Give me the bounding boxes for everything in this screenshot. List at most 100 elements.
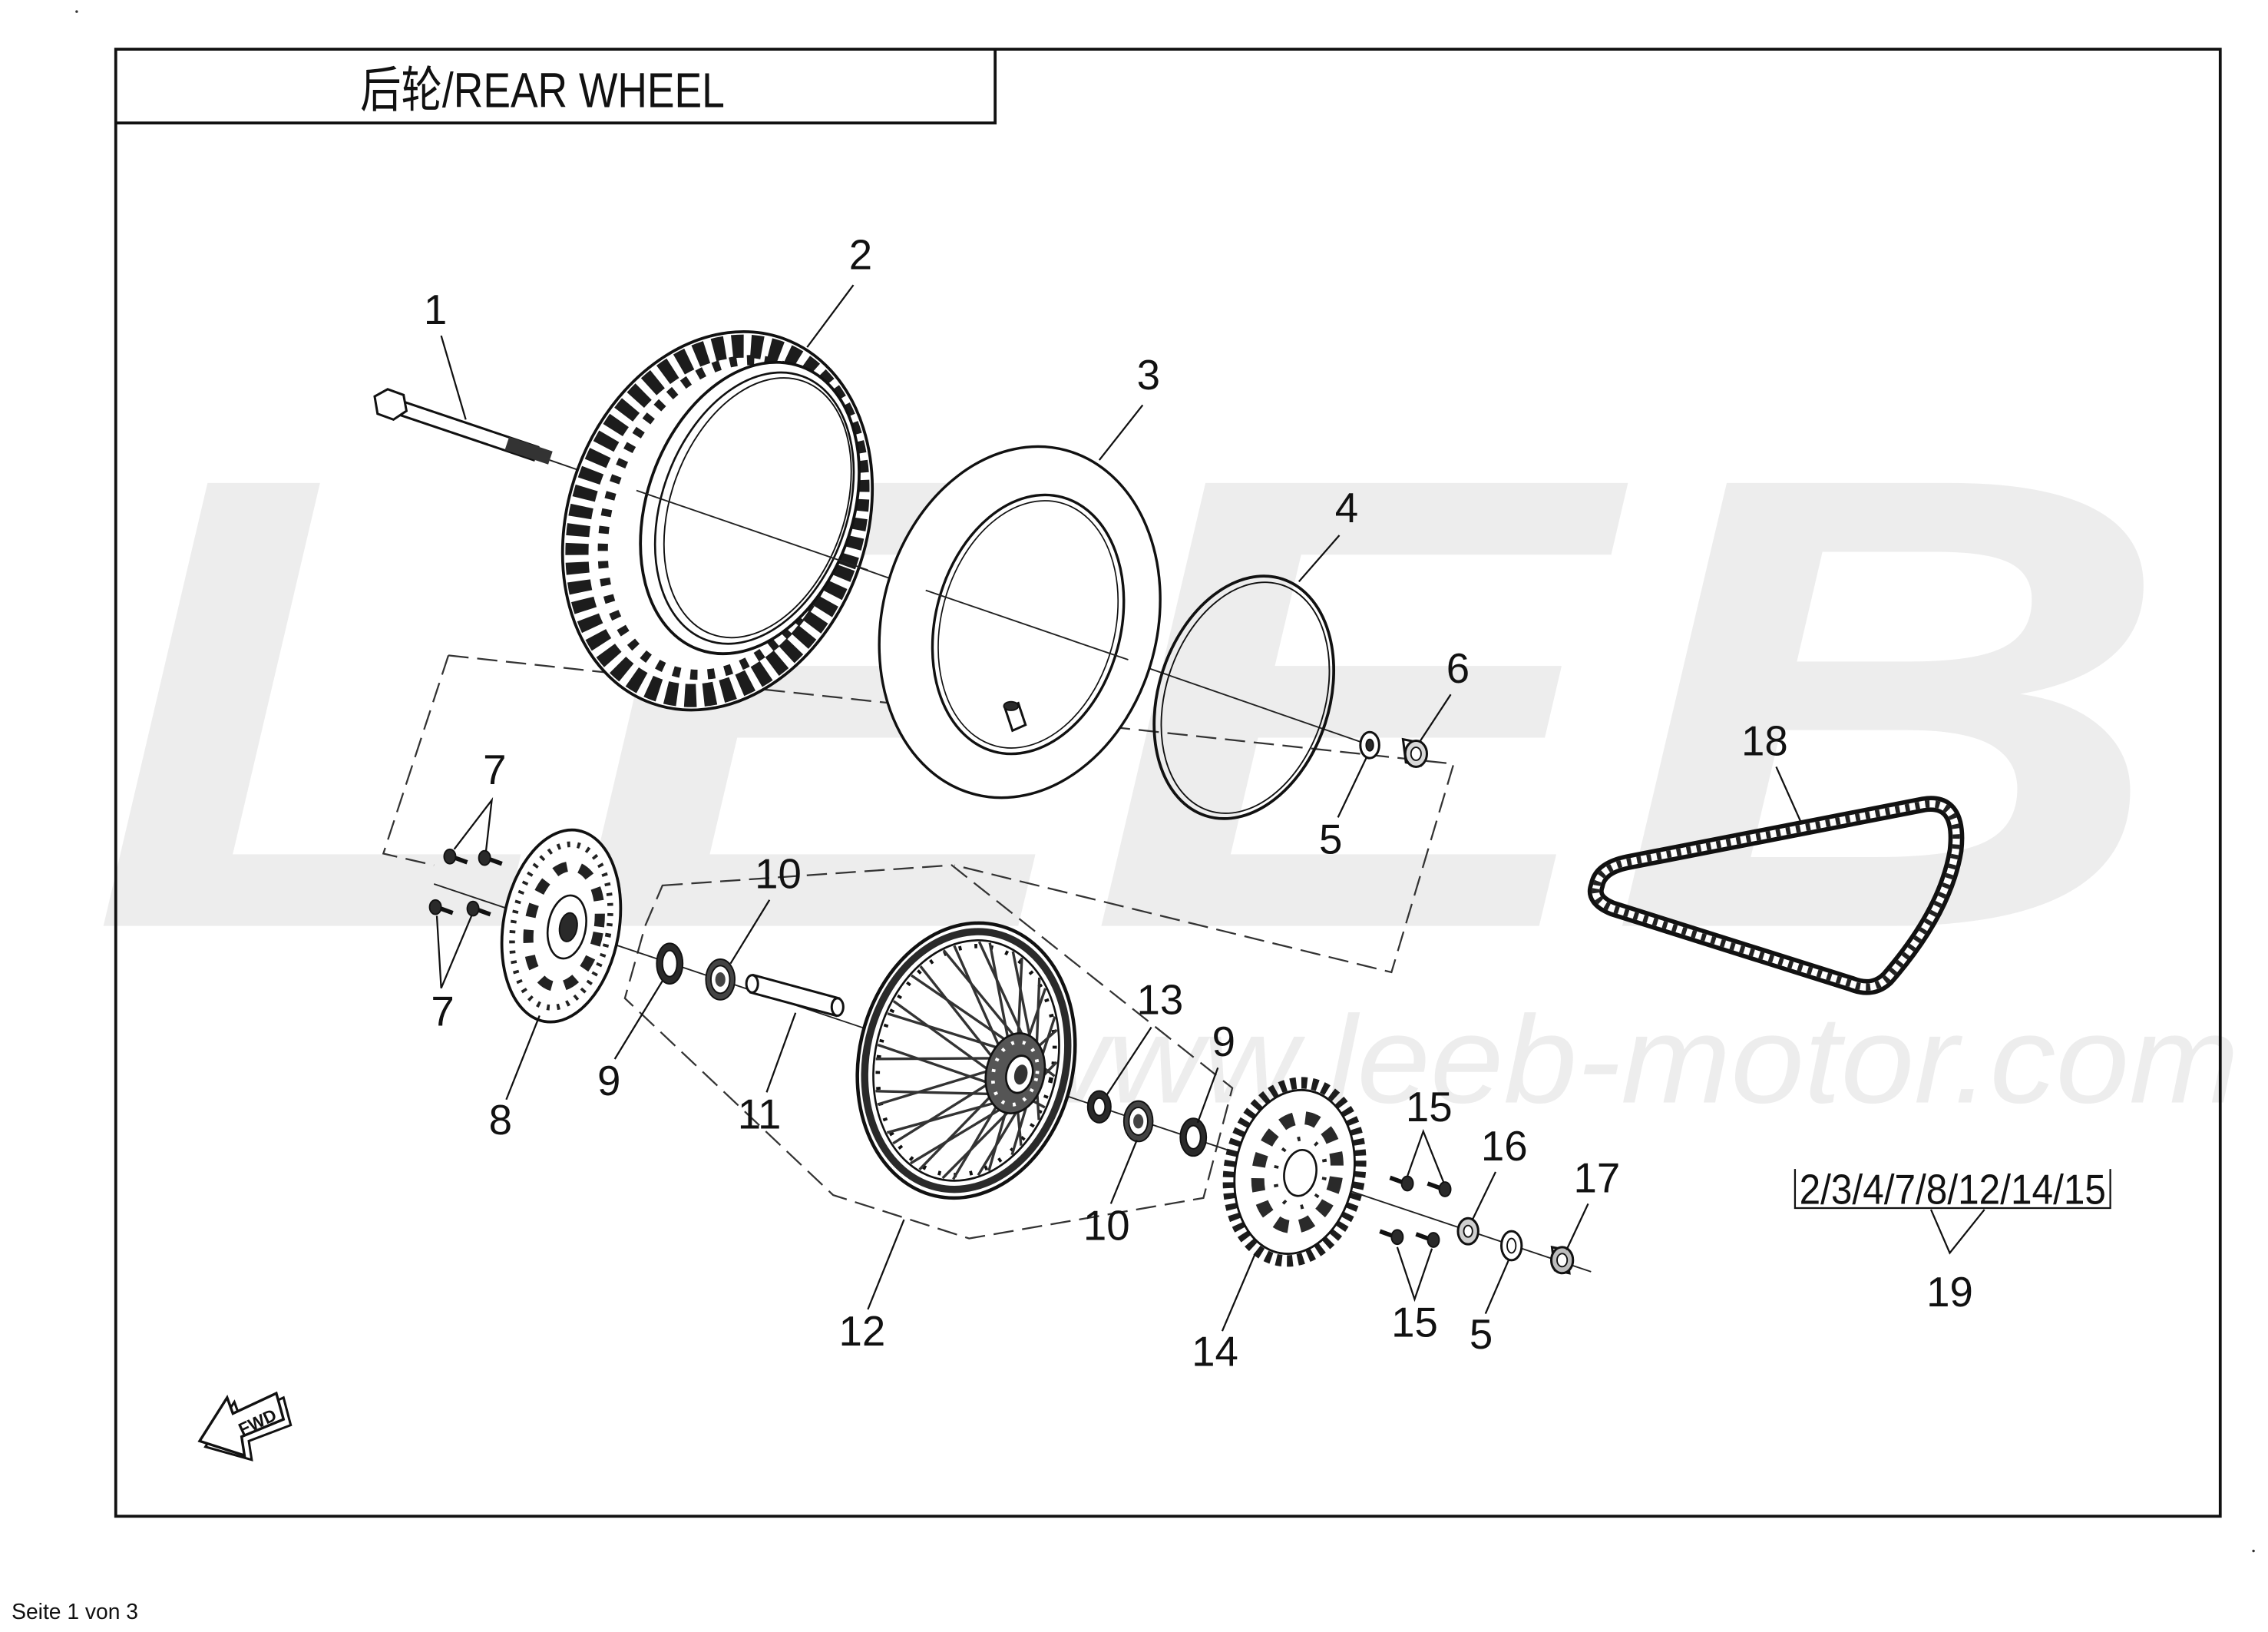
arrow-face	[197, 1391, 286, 1458]
title-box	[115, 49, 997, 125]
callout-4: 4	[1335, 485, 1358, 531]
wheel-rim-band	[861, 928, 1072, 1193]
wheel-spoke	[977, 941, 1030, 1050]
axle-end-nut	[1549, 1246, 1575, 1275]
disc-bolt	[478, 849, 503, 866]
oil-seal-hub	[1086, 1090, 1112, 1124]
oil-seal-right	[1179, 1117, 1208, 1157]
kit-bracket	[1794, 1169, 2111, 1210]
inner-tube-inner-edge	[937, 500, 1119, 749]
leader-9-right	[1196, 1067, 1219, 1124]
bearing-inner	[1133, 1114, 1144, 1129]
callout-15-lower: 15	[1391, 1299, 1438, 1346]
wheel-spoke	[918, 1089, 998, 1171]
diagram-frame	[114, 48, 2222, 1518]
callout-5-lower: 5	[1470, 1311, 1493, 1358]
leader-19	[1929, 1209, 1985, 1255]
wheel-spoke	[919, 965, 999, 1064]
wheel-spoke	[877, 1067, 997, 1106]
disc-bolt	[428, 899, 454, 915]
wheel-spoke	[910, 1101, 1013, 1165]
wheel-spoke	[953, 945, 1004, 1054]
callout-9-left: 9	[597, 1058, 620, 1104]
leader-18	[1775, 766, 1802, 823]
leader-17	[1565, 1203, 1589, 1251]
wheel-spoke	[942, 949, 1023, 1046]
brake-disc-center-hole	[558, 912, 578, 942]
callout-11: 11	[738, 1091, 782, 1137]
page-info: Seite 1 von 3	[12, 1599, 138, 1624]
sprocket-bolt	[1379, 1229, 1404, 1246]
axle-nut	[1401, 737, 1428, 768]
callout-13: 13	[1137, 977, 1184, 1024]
stray-mark	[75, 10, 78, 13]
bearing-left	[705, 958, 736, 1001]
bolt-head	[1438, 1181, 1452, 1197]
leader-1	[440, 335, 467, 420]
rear-sprocket	[1222, 1077, 1367, 1267]
callout-7-upper: 7	[483, 746, 506, 793]
wheel-spoke	[877, 1043, 996, 1087]
axle-thread	[504, 436, 553, 465]
axle-centerline-through-tire	[636, 489, 868, 571]
bolt-head	[478, 849, 491, 866]
watermark: LEEB www.leeb-motor.com	[90, 343, 2239, 1130]
leader-7-upper	[453, 796, 494, 851]
callout-15-upper: 15	[1406, 1084, 1453, 1130]
leader-3	[1098, 404, 1144, 461]
page-title: 后轮/REAR WHEEL	[360, 62, 725, 118]
brake-disc-cutouts	[523, 861, 605, 992]
sprocket-bolt	[1389, 1175, 1414, 1192]
sprocket-bolt	[1415, 1232, 1440, 1248]
sprocket-center-hole	[1283, 1149, 1317, 1197]
callout-3: 3	[1137, 352, 1160, 399]
tire-bead	[653, 371, 855, 645]
tube-valve	[1003, 700, 1027, 733]
disc-bolt	[466, 900, 491, 917]
rim-band-outer	[1152, 574, 1336, 820]
valve-cap	[1003, 700, 1020, 711]
wheel-rim-inner	[872, 939, 1060, 1182]
wheel-spoke	[886, 1098, 1006, 1134]
rear-wheel	[855, 921, 1077, 1200]
leader-5-lower	[1484, 1260, 1509, 1314]
tire	[560, 329, 874, 712]
callout-10-right: 10	[1083, 1202, 1130, 1249]
tire-bead-inner	[663, 377, 852, 639]
callout-7-lower: 7	[431, 988, 454, 1035]
bolt-head	[466, 900, 480, 917]
washer-lower	[1499, 1230, 1523, 1262]
callout-12: 12	[838, 1308, 885, 1355]
leader-6	[1420, 694, 1452, 742]
callout-18: 18	[1741, 717, 1788, 764]
sprocket-teeth	[1222, 1077, 1367, 1267]
axle-spacer	[745, 973, 845, 1018]
leader-16	[1471, 1171, 1496, 1220]
wheel-hub-center	[1013, 1064, 1028, 1085]
callout-6: 6	[1446, 645, 1470, 692]
sprocket-bolts	[1379, 1175, 1452, 1248]
callout-1: 1	[424, 286, 447, 333]
spacer-end-left	[745, 974, 759, 994]
leader-14	[1221, 1252, 1257, 1332]
rim-band	[1152, 574, 1336, 820]
leader-8	[505, 1015, 541, 1101]
bolt-head	[1390, 1229, 1404, 1246]
assembly-outline-left	[382, 655, 450, 866]
wheel-spoke	[875, 1057, 1000, 1061]
axle-centerline-through-tube	[925, 589, 1129, 660]
wheel-spoke	[911, 974, 1015, 1047]
bearing-inner	[715, 972, 726, 987]
axle-nut-hole	[1410, 746, 1422, 761]
seal-hole	[1185, 1124, 1202, 1150]
axle-bolt-head	[373, 388, 408, 421]
callout-14: 14	[1192, 1328, 1238, 1375]
spacer-end-right	[830, 997, 845, 1017]
sprocket-cutouts	[1251, 1111, 1344, 1234]
leader-15-upper	[1406, 1128, 1445, 1183]
wheel-spoke	[988, 942, 1011, 1048]
nut-hole	[1463, 1224, 1473, 1238]
callout-17: 17	[1573, 1154, 1620, 1201]
leader-15-lower	[1396, 1246, 1433, 1303]
